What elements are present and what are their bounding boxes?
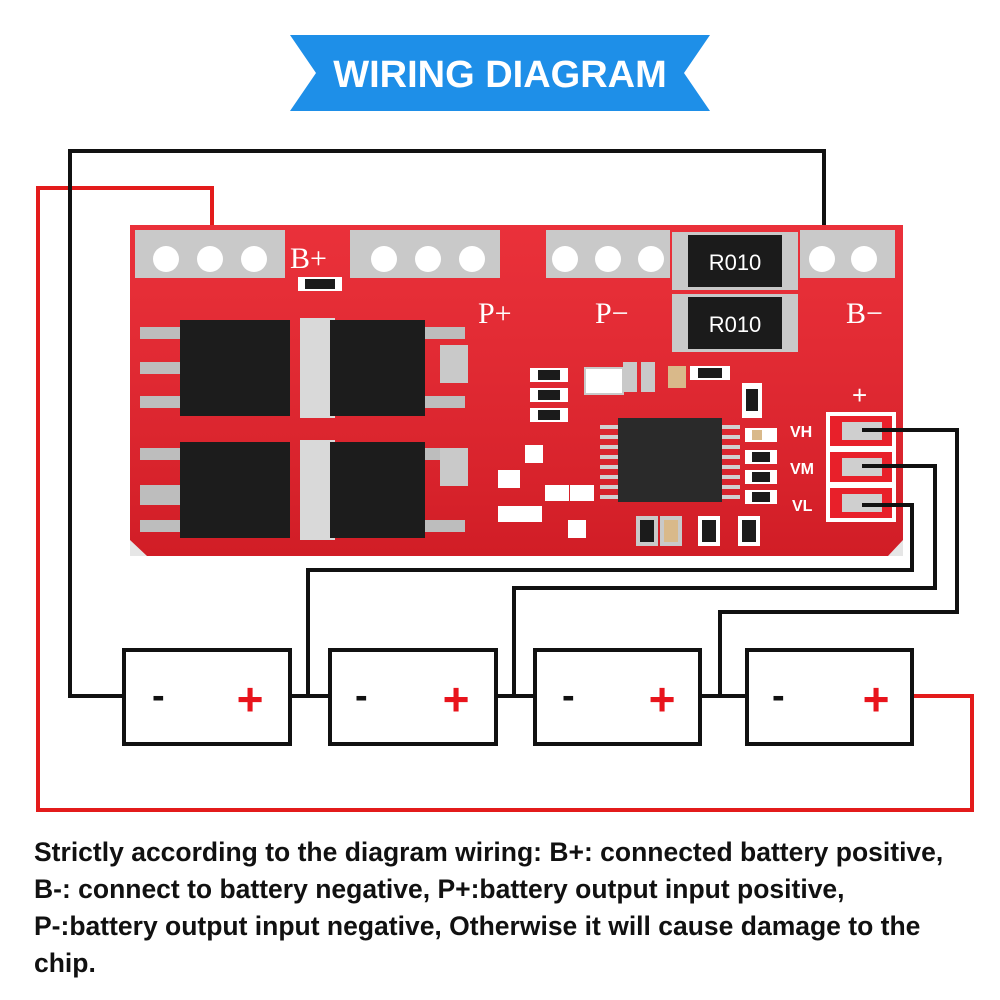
- pad-holes: [153, 246, 877, 272]
- svg-text:R010: R010: [709, 312, 762, 337]
- negative-wire: [68, 149, 826, 698]
- positive-wire: [36, 186, 974, 812]
- svg-text:R010: R010: [709, 250, 762, 275]
- battery-cell-1: - +: [122, 648, 292, 746]
- smd-components: [498, 362, 777, 546]
- banner-ribbon: [290, 35, 710, 111]
- title-banner: WIRING DIAGRAM: [290, 35, 710, 111]
- mosfet-array: [140, 318, 468, 540]
- mosfet-2: [310, 318, 468, 418]
- cell-negative-terminal: -: [152, 675, 165, 717]
- battery-cell-2: - +: [328, 648, 498, 746]
- shunt-resistor-1: R010: [672, 232, 798, 290]
- vh-wire: [718, 428, 959, 696]
- b-minus-label: B−: [846, 297, 883, 330]
- p-minus-label: P−: [595, 297, 629, 330]
- vm-wire: [512, 464, 937, 696]
- vl-pin-label: VL: [792, 498, 813, 515]
- cell-positive-terminal: +: [649, 673, 676, 725]
- mosfet-3: [140, 440, 335, 540]
- vm-pin-label: VM: [790, 461, 814, 478]
- sense-plus-label: +: [852, 380, 867, 410]
- battery-cell-3: - +: [533, 648, 702, 746]
- bms-board: B+ P+ P− B− R010 R010: [130, 225, 903, 556]
- sense-wires: [290, 428, 959, 698]
- protection-ic: [600, 418, 740, 502]
- cell-positive-terminal: +: [237, 673, 264, 725]
- shunt-resistor-2: R010: [672, 294, 798, 352]
- cell-positive-terminal: +: [863, 673, 890, 725]
- cell-negative-terminal: -: [355, 675, 368, 717]
- p-plus-label: P+: [478, 297, 512, 330]
- mosfet-4: [310, 440, 468, 540]
- wiring-instructions: Strictly according to the diagram wiring…: [34, 837, 944, 978]
- battery-cells: - + - + - + - +: [122, 648, 914, 746]
- wires-back: [36, 149, 974, 812]
- cell-negative-terminal: -: [772, 675, 785, 717]
- cell-positive-terminal: +: [443, 673, 470, 725]
- vh-pin-label: VH: [790, 424, 812, 441]
- battery-cell-4: - +: [745, 648, 914, 746]
- vl-wire: [306, 503, 914, 696]
- mosfet-1: [140, 318, 335, 418]
- b-plus-label: B+: [290, 242, 327, 275]
- banner-title: WIRING DIAGRAM: [333, 54, 667, 96]
- cell-negative-terminal: -: [562, 675, 575, 717]
